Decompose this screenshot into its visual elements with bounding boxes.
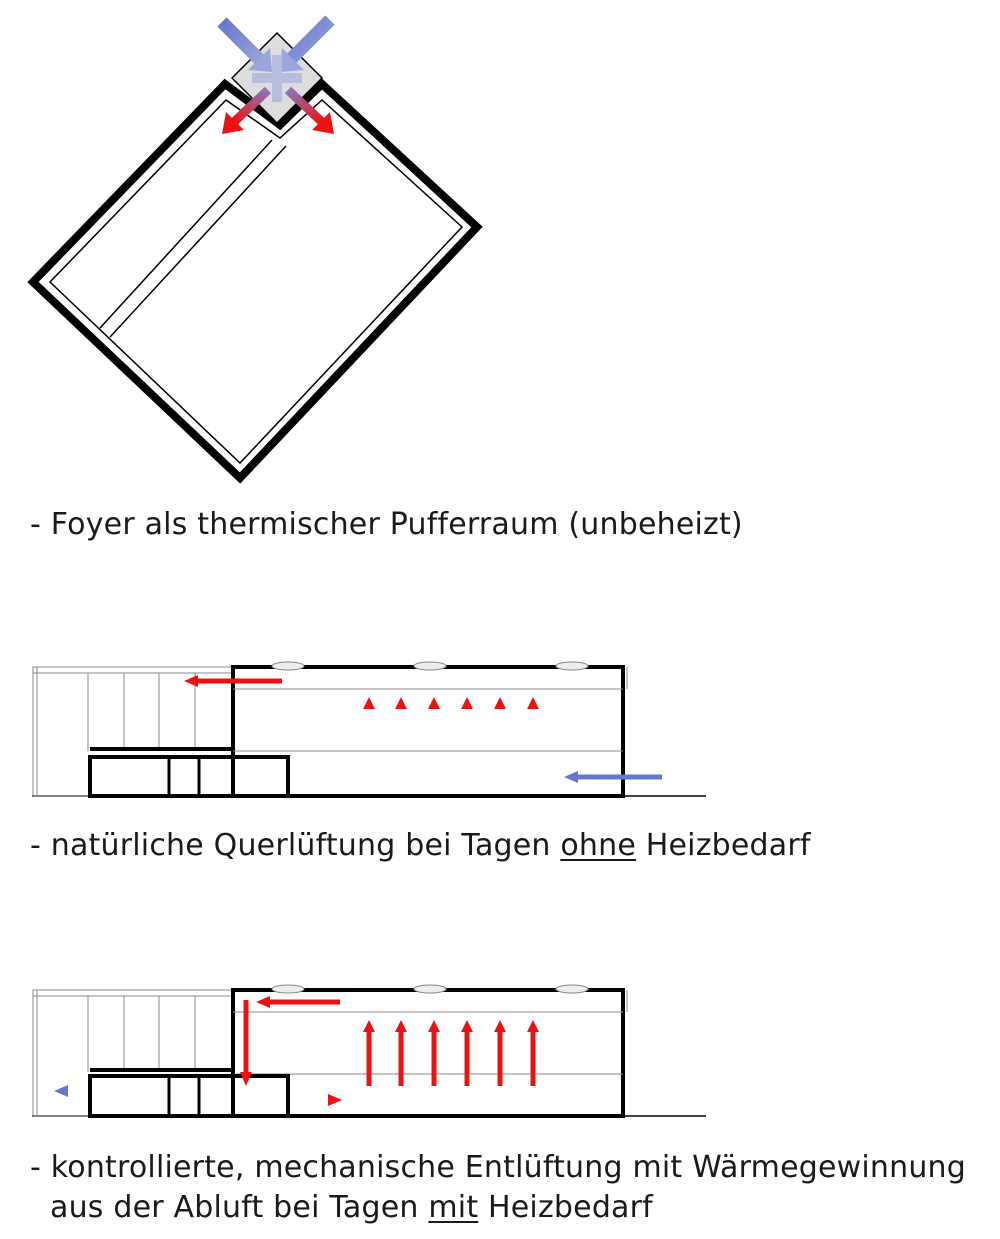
warm-air-exhaust-arrow (184, 675, 282, 687)
exhaust-duct-arrow (240, 996, 340, 1086)
rising-air-arrow (395, 697, 407, 763)
plan-caption: - Foyer als thermischer Pufferraum (unbe… (30, 505, 743, 545)
rising-air-arrow (363, 1020, 375, 1086)
rising-air-arrow (363, 697, 375, 763)
section2-caption-line2-pre: aus der Abluft bei Tagen (50, 1190, 429, 1225)
skylights (271, 661, 589, 671)
section-natural-ventilation-diagram (32, 661, 706, 798)
foyer-facade (32, 989, 234, 1117)
rising-air-arrow (494, 697, 506, 763)
section-mechanical-ventilation-diagram (32, 984, 706, 1118)
warm-air-outlet-arrow (284, 86, 334, 134)
lower-block (88, 1068, 290, 1118)
heat-recovery-exhaust-arrow (54, 1085, 236, 1097)
section2-caption-line2: aus der Abluft bei Tagen mit Heizbedarf (30, 1188, 966, 1228)
foyer-facade (32, 666, 234, 797)
building-outline (27, 78, 483, 484)
cool-air-inlet-arrow (280, 15, 335, 72)
main-hall (231, 988, 628, 1118)
foyer-airflow-cross (252, 55, 302, 102)
rising-air-arrow (461, 1020, 473, 1086)
rising-air-arrow (527, 697, 539, 763)
cool-air-intake-arrow (564, 771, 662, 783)
heat-recovery-supply-arrow (72, 1094, 342, 1106)
rising-air-arrows (363, 697, 539, 763)
rising-air-arrow (395, 1020, 407, 1086)
section1-caption-post: Heizbedarf (636, 828, 811, 863)
rising-air-arrow (494, 1020, 506, 1086)
section2-caption-line2-post: Heizbedarf (478, 1190, 653, 1225)
warm-air-outlet-arrow (222, 86, 272, 134)
plan-caption-text: - Foyer als thermischer Pufferraum (unbe… (30, 507, 743, 542)
section2-caption: - kontrollierte, mechanische Entlüftung … (30, 1148, 966, 1228)
section2-caption-line1: - kontrollierte, mechanische Entlüftung … (30, 1150, 966, 1185)
section1-caption: - natürliche Querlüftung bei Tagen ohne … (30, 826, 811, 866)
rising-air-arrow (428, 697, 440, 763)
rising-air-arrow (527, 1020, 539, 1086)
section2-caption-emphasis: mit (428, 1190, 479, 1225)
cool-air-inlet-arrow (217, 17, 272, 72)
rising-air-arrow (428, 1020, 440, 1086)
floor-plan-diagram (27, 15, 483, 484)
section1-caption-emphasis: ohne (560, 828, 637, 863)
interior-partition (99, 139, 287, 338)
rising-air-arrow (461, 697, 473, 763)
rising-air-arrows (363, 1020, 539, 1086)
lower-block (88, 747, 290, 798)
section1-caption-pre: - natürliche Querlüftung bei Tagen (30, 828, 561, 863)
skylights (271, 984, 589, 994)
